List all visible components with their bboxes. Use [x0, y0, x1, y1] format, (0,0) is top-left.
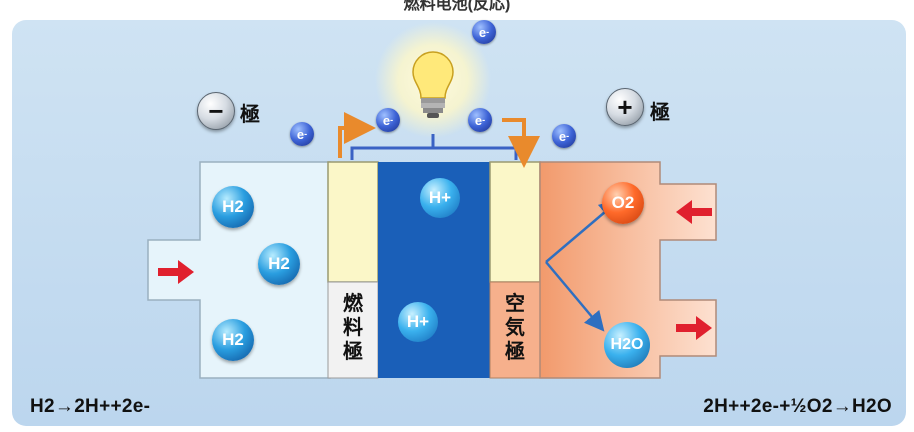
fuel-electrode-label: 燃料極	[343, 293, 363, 363]
cathode-label: 極	[650, 102, 670, 124]
arrow-right-icon	[158, 260, 194, 284]
electron: e-	[376, 108, 400, 132]
oxygen-molecule: O2	[602, 182, 644, 224]
electron-flow-right	[502, 118, 540, 168]
light-bulb-icon	[412, 51, 454, 118]
electron: e-	[552, 124, 576, 148]
anode-sign: −	[197, 92, 235, 130]
electron: e-	[290, 122, 314, 146]
hydrogen-ion: H+	[420, 178, 460, 218]
anode-equation: H2→2H++2e-	[30, 396, 151, 417]
top-caption: 燃料电池(反応)	[403, 0, 511, 13]
hydrogen-molecule: H2	[212, 319, 254, 361]
anode-label: 極	[240, 104, 260, 126]
external-circuit	[350, 134, 518, 160]
air-electrode	[489, 161, 541, 283]
electron: e-	[468, 108, 492, 132]
reaction-arrow-up	[545, 199, 620, 263]
hydrogen-ion: H+	[398, 302, 438, 342]
electron: e-	[472, 20, 496, 44]
water-molecule: H2O	[604, 322, 650, 368]
fuel-electrode	[327, 161, 379, 283]
cathode-sign: +	[606, 88, 644, 126]
cathode-equation: 2H++2e-+½O2→H2O	[703, 396, 892, 417]
reaction-arrow-down	[545, 261, 605, 332]
hydrogen-molecule: H2	[258, 243, 300, 285]
hydrogen-molecule: H2	[212, 186, 254, 228]
air-electrode-label: 空気極	[505, 293, 525, 363]
arrow-left-icon	[676, 200, 712, 224]
arrow-right-icon-out	[676, 316, 712, 340]
electron-flow-left	[338, 112, 376, 158]
